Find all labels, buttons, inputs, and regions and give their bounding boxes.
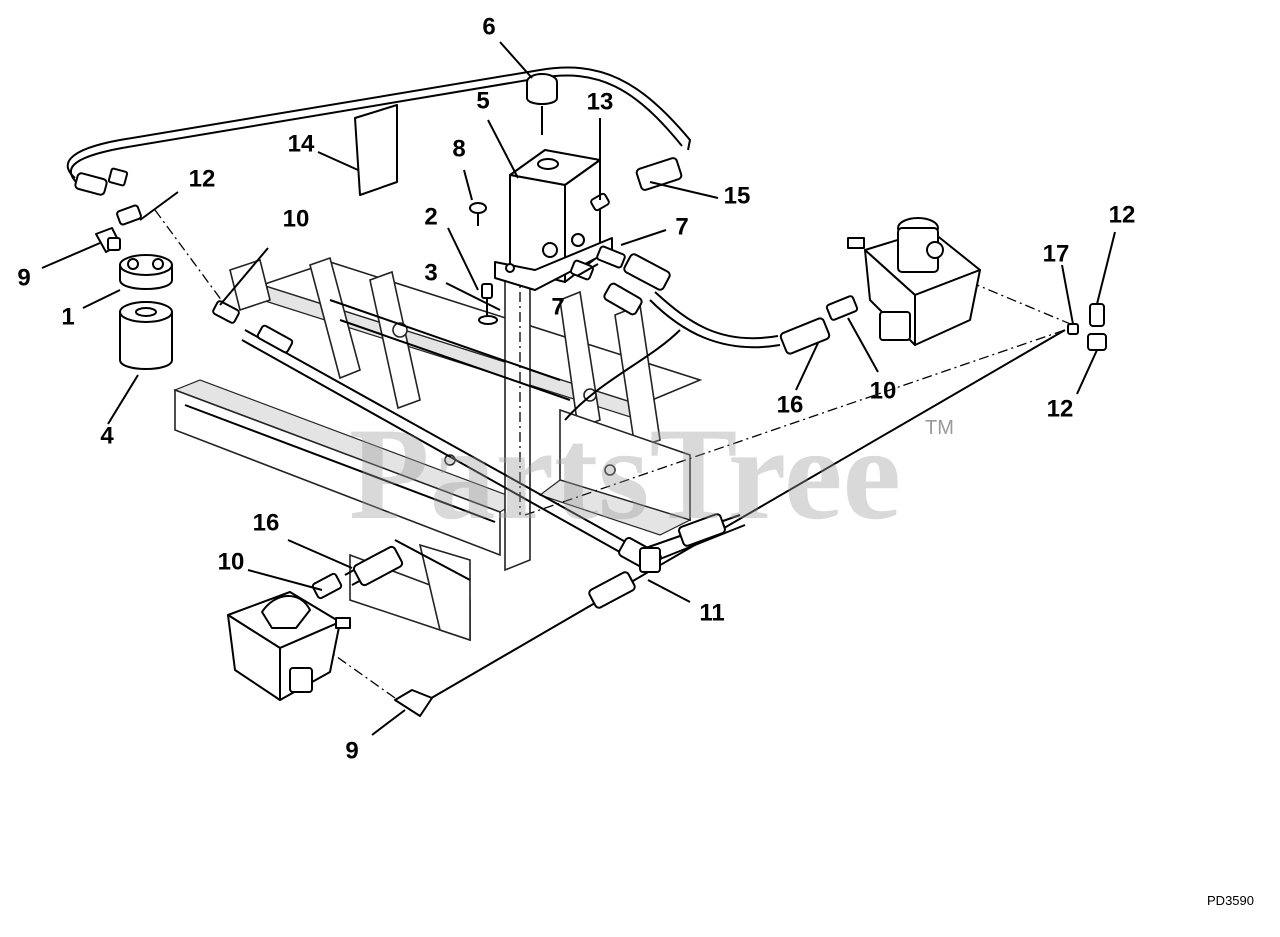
drawing-number: PD3590	[1207, 893, 1254, 908]
callout-13: 13	[587, 88, 614, 115]
callout-7b: 7	[551, 293, 564, 320]
callout-16-right: 16	[777, 391, 804, 418]
washer	[478, 315, 498, 325]
fitting-upper-left	[107, 167, 142, 226]
bolt	[481, 283, 493, 316]
watermark-text: PartsTree	[349, 400, 901, 547]
callout-10-upper-left: 10	[283, 205, 310, 232]
filter-element	[119, 301, 173, 370]
callout-16-lower: 16	[253, 509, 280, 536]
plug	[1067, 323, 1079, 335]
callout-10-lower: 10	[218, 548, 245, 575]
reservoir-cap	[526, 73, 558, 135]
hose-clamp	[394, 539, 471, 581]
callout-12-right-lower: 12	[1047, 395, 1074, 422]
fitting-right-upper	[1089, 303, 1105, 327]
watermark-trademark: TM	[925, 417, 954, 439]
callout-6: 6	[482, 13, 495, 40]
screw	[469, 202, 487, 226]
decal	[354, 104, 398, 196]
callout-9-lower: 9	[345, 737, 358, 764]
reservoir	[494, 149, 613, 291]
fitting-7a	[596, 245, 626, 269]
vent-fitting	[590, 192, 610, 212]
hydraulic-tee	[639, 547, 661, 573]
callout-3: 3	[424, 259, 437, 286]
callout-17: 17	[1043, 240, 1070, 267]
callout-12-right-upper: 12	[1109, 201, 1136, 228]
callout-1: 1	[61, 303, 74, 330]
callout-4: 4	[100, 422, 114, 449]
fitting-7b	[570, 259, 594, 281]
callouts: 1 2 3 4 5 6 7 7 8 9 9 10 10 10 11 12 12 …	[17, 13, 1135, 764]
callout-2: 2	[424, 203, 437, 230]
callout-8: 8	[452, 135, 465, 162]
callout-14: 14	[288, 130, 315, 157]
tractor-frame	[173, 256, 703, 642]
fitting-right-lower	[1087, 333, 1107, 351]
elbow-fitting-lower	[394, 689, 433, 717]
hydraulic-pump	[847, 217, 981, 346]
callout-12-upper-left: 12	[189, 165, 216, 192]
callout-7a: 7	[675, 213, 688, 240]
hose-fitting-lower	[311, 572, 343, 600]
callout-15: 15	[724, 182, 751, 209]
leader-lines	[41, 41, 1116, 736]
callout-10-right: 10	[870, 377, 897, 404]
wheel-motor	[227, 591, 351, 701]
callout-5: 5	[476, 87, 489, 114]
filter-head	[119, 254, 173, 290]
hose-fitting-right	[825, 295, 859, 321]
callout-9-upper: 9	[17, 264, 30, 291]
hose-fitting-left	[212, 300, 240, 324]
elbow-fitting-upper	[95, 227, 121, 253]
callout-11: 11	[699, 599, 724, 626]
